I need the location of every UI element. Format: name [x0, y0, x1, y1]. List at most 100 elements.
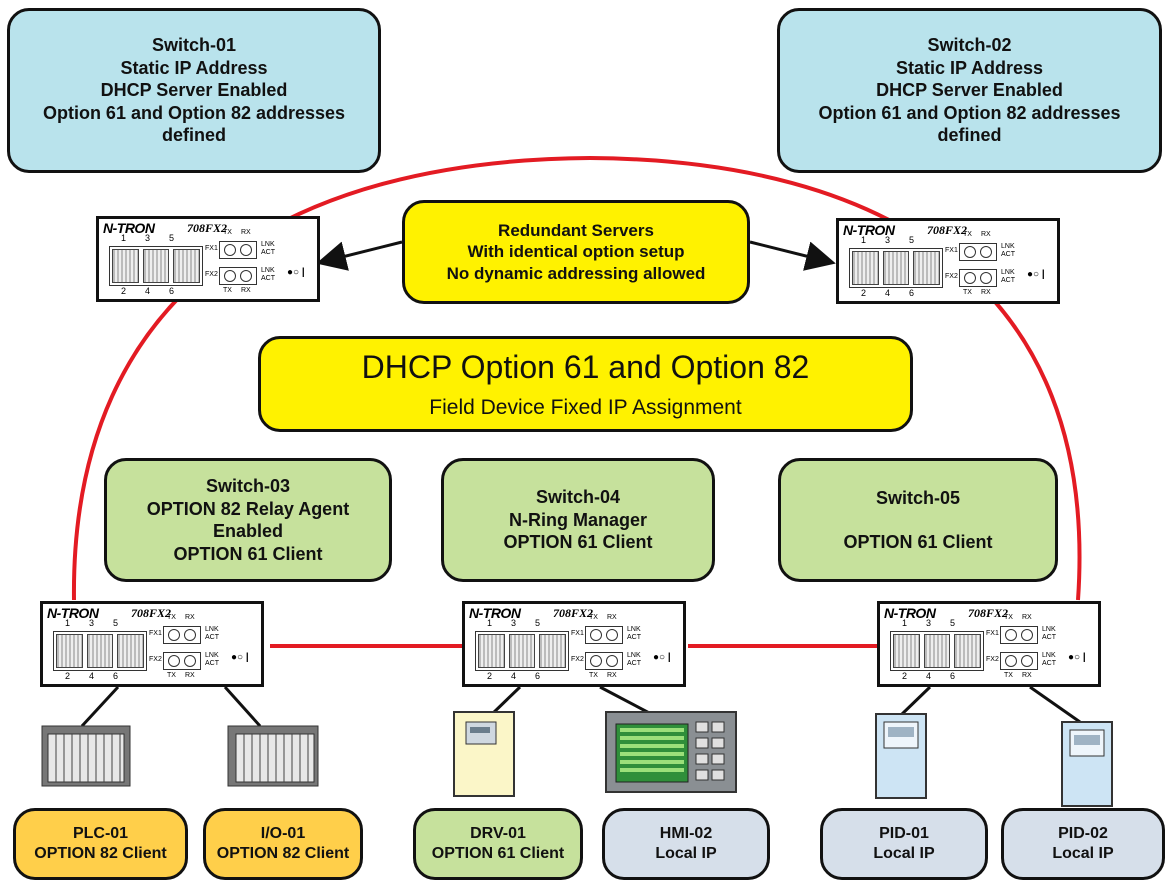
switch-model-label: 708FX2	[187, 221, 228, 235]
hmi02-label: HMI-02 Local IP	[602, 808, 770, 880]
tx-label: TX	[1004, 672, 1013, 679]
plc-rack-image	[41, 725, 131, 787]
port-number: 2	[121, 286, 127, 296]
pid02-image	[1061, 721, 1113, 807]
rx-label: RX	[607, 672, 617, 679]
port-number: 1	[65, 618, 71, 628]
arrow-right	[749, 240, 836, 271]
io01-role: OPTION 82 Client	[216, 845, 350, 862]
act-label: ACT	[1042, 634, 1056, 641]
act-label: ACT	[627, 660, 641, 667]
rj45-port-block	[849, 248, 943, 288]
rx-label: RX	[241, 287, 251, 294]
lnk-label: LNK	[1001, 243, 1015, 250]
switch-model-label: 708FX2	[927, 223, 968, 237]
rj45-port	[478, 634, 505, 668]
power-led-icon: ●○ |	[287, 267, 305, 278]
lnk-label: LNK	[205, 626, 219, 633]
fiber-connector	[240, 270, 252, 282]
fiber-connector	[606, 655, 618, 667]
ring-arc	[71, 155, 1082, 601]
lnk-label: LNK	[205, 652, 219, 659]
act-label: ACT	[205, 634, 219, 641]
rj45-port	[882, 251, 910, 285]
rj45-port	[923, 634, 951, 668]
switch03-line-2: Enabled	[212, 521, 283, 541]
tx-label: TX	[589, 672, 598, 679]
redundant-line-2: No dynamic addressing allowed	[446, 263, 706, 283]
act-label: ACT	[261, 275, 275, 282]
switch02-line-1: Static IP Address	[895, 57, 1044, 78]
redundant-line-1: With identical option setup	[467, 242, 685, 262]
switch-model-label: 708FX2	[131, 606, 172, 620]
pid02-name: PID-02	[1058, 825, 1108, 842]
io-rack-image	[227, 725, 319, 787]
fiber-connector	[240, 244, 252, 256]
rx-label: RX	[981, 231, 991, 238]
rj45-port-block	[53, 631, 147, 671]
port-number: 3	[885, 235, 891, 245]
hmi-image	[605, 711, 737, 793]
switch02-line-4: defined	[937, 125, 1002, 146]
act-label: ACT	[1001, 277, 1015, 284]
hmi02-role: Local IP	[655, 845, 717, 862]
drv01-role: OPTION 61 Client	[431, 845, 565, 862]
rj45-port-block	[890, 631, 984, 671]
port-number: 6	[169, 286, 175, 296]
port-number: 3	[89, 618, 95, 628]
switch01-line-1: Static IP Address	[120, 57, 268, 78]
act-label: ACT	[205, 660, 219, 667]
port-number: 5	[950, 618, 956, 628]
rx-label: RX	[981, 289, 991, 296]
rj45-port	[954, 634, 982, 668]
port-number: 3	[145, 233, 151, 243]
tx-label: TX	[963, 231, 972, 238]
fiber-connector	[224, 244, 236, 256]
fx1-label: FX1	[571, 630, 584, 637]
fiber-port	[163, 626, 201, 644]
port-number: 4	[511, 671, 517, 681]
fx2-label: FX2	[986, 656, 999, 663]
plc01-role: OPTION 82 Client	[34, 845, 167, 862]
fiber-connector	[980, 272, 992, 284]
fx2-label: FX2	[571, 656, 584, 663]
switch-model-label: 708FX2	[968, 606, 1009, 620]
tx-label: TX	[223, 229, 232, 236]
rx-label: RX	[185, 672, 195, 679]
switch01-line-3: Option 61 and Option 82 addresses	[42, 102, 346, 123]
switch-brand-logo: N-TRON	[103, 220, 155, 236]
cable-plc01	[80, 685, 120, 728]
switch04-info-box: Switch-04 N-Ring Manager OPTION 61 Clien…	[441, 458, 715, 582]
drv01-label: DRV-01 OPTION 61 Client	[413, 808, 583, 880]
rx-label: RX	[1022, 672, 1032, 679]
switch05-info-box: Switch-05 OPTION 61 Client	[778, 458, 1058, 582]
cable-pid02	[1029, 685, 1081, 724]
rx-label: RX	[607, 614, 617, 621]
power-led-icon: ●○ |	[231, 652, 249, 663]
port-number: 3	[926, 618, 932, 628]
port-number: 6	[950, 671, 956, 681]
fiber-port	[219, 267, 257, 285]
pid01-label: PID-01 Local IP	[820, 808, 988, 880]
tx-label: TX	[223, 287, 232, 294]
port-number: 2	[902, 671, 908, 681]
lnk-label: LNK	[1042, 652, 1056, 659]
fiber-connector	[980, 246, 992, 258]
tx-label: TX	[167, 672, 176, 679]
port-number: 6	[113, 671, 119, 681]
cable-io01	[223, 685, 262, 728]
fiber-connector	[1021, 655, 1033, 667]
fiber-connector	[168, 655, 180, 667]
port-number: 1	[861, 235, 867, 245]
switch02-line-2: DHCP Server Enabled	[876, 80, 1063, 101]
pid01-image	[875, 713, 927, 799]
rj45-port-block	[475, 631, 569, 671]
fiber-connector	[168, 629, 180, 641]
port-number: 4	[926, 671, 932, 681]
pid02-label: PID-02 Local IP	[1001, 808, 1165, 880]
switch02-info-box: Switch-02 Static IP Address DHCP Server …	[777, 8, 1162, 173]
fiber-connector	[1021, 629, 1033, 641]
port-number: 1	[902, 618, 908, 628]
